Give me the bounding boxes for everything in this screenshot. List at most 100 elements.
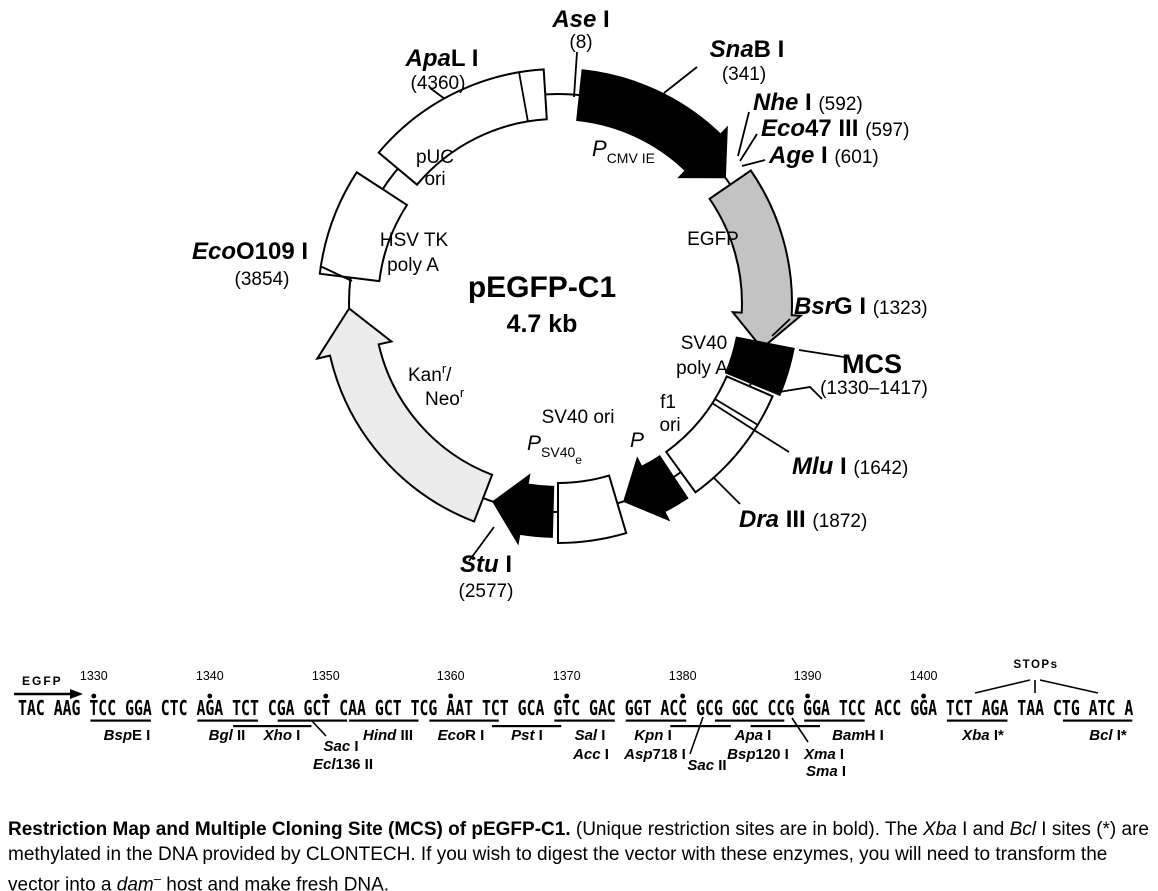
figure-caption: Restriction Map and Multiple Cloning Sit… [8,818,1154,891]
site-label-mlui: Mlu I (1642) [792,453,908,480]
position-dot-1380 [680,693,686,699]
caption-segment: host and make fresh DNA. [160,874,390,891]
enzyme-label-ecor: EcoR I [437,727,485,744]
mlui-pointer [753,429,790,453]
psv40e-promoter-arrow [492,473,555,546]
underline-sal [554,719,615,722]
site-pos-snabi: (341) [722,64,766,85]
site-label-bsrgi: BsrG I (1323) [794,293,928,320]
f1-divider-line-2 [711,402,755,431]
pcmv-promoter-arrow [576,69,728,179]
feature-label-f1-ori: ori [659,415,680,436]
caption-segment: I sites (*) are methylated in the DNA pr… [8,819,1150,891]
caption-segment: Restriction Map and Multiple Cloning Sit… [8,819,571,840]
position-number-1330: 1330 [79,669,108,683]
draiii-pointer [712,476,741,505]
sac2-pointer [689,716,704,755]
position-dot-1400 [921,693,926,699]
site-pos-asei: (8) [569,32,592,53]
underline-xma [750,725,820,728]
site-pos-mcs: (1330–1417) [820,378,928,399]
puc-ori-arc [377,68,548,187]
sac1-pointer [311,720,327,737]
mcs-strip-graphics [14,679,1133,755]
feature-label-sv40pa2: poly A [676,358,728,379]
enzyme-label-kpn: Kpn I [634,727,672,744]
mcs-pointer-lower [778,386,823,400]
feature-label-puc: pUC [416,147,454,168]
feature-label-hsvtk-polya: poly A [387,255,439,276]
feature-label-hsvtk: HSV TK [380,230,449,251]
enzyme-label-sac1: Sac I [323,738,359,755]
caption-segment: (Unique restriction sites are in bold). … [570,819,923,840]
sv40-polya-box [724,336,795,397]
f1-promoter-arrow [623,455,689,522]
caption-segment: I and [956,819,1010,840]
kan-neo-arrow [315,307,494,523]
enzyme-label-sac2: Sac II [687,757,727,774]
underline-bamh [804,719,865,722]
egfp-arrow-head [70,689,83,699]
enzyme-label-asp718: Asp718 I [624,746,686,763]
underline-kpn [625,719,687,722]
caption-segment: Xba [922,819,957,840]
bsrgi-pointer [771,318,791,337]
egfp-gene-arrow [708,169,804,350]
caption-segment: dam [116,874,154,891]
eco47iii-pointer [739,133,758,162]
position-dot-1340 [207,693,213,699]
plasmid-title: pEGFP-C1 [468,271,616,304]
site-label-eco47iii: Eco47 III (597) [761,115,909,142]
site-label-nhei: Nhe I (592) [753,89,863,116]
caption-segment: – [153,871,161,886]
site-label-snabi: SnaB I [710,36,785,63]
feature-label-kan: Kanr/ [408,361,452,386]
position-dot-1350 [323,693,329,699]
hsvtk-polya-box [318,170,409,283]
enzyme-label-xba: Xba I* [962,727,1004,744]
f1-region-arc [664,375,774,494]
feature-label-egfp: EGFP [687,229,739,250]
underline-xba [946,719,1008,722]
position-dot-1330 [91,693,97,699]
snabi-pointer [663,66,698,94]
nhei-pointer [737,111,750,157]
apali-pointer [429,87,446,100]
position-number-1400: 1400 [909,669,938,683]
enzyme-label-sal: Sal I [574,727,606,744]
underline-hind [349,719,419,722]
underline-pst [491,725,562,728]
site-label-agei: Age I (601) [768,142,879,169]
enzyme-label-sma: Sma I [805,763,847,780]
stops-bracket-right [1039,679,1099,694]
underline-apa [714,719,785,722]
position-number-1340: 1340 [195,669,224,683]
underline-xho [233,725,312,728]
enzyme-label-bamh: BamH I [832,727,884,744]
ecoO109i-pointer [319,265,353,282]
enzyme-label-bgl: Bgl II [208,727,246,744]
site-label-ecoO109i: EcoO109 I [192,238,308,265]
site-pos-stui: (2577) [459,581,514,602]
position-number-1370: 1370 [552,669,581,683]
underline-bspe [90,719,151,722]
enzyme-label-xho: Xho I [263,727,301,744]
underline-bcl [1062,719,1133,722]
feature-label-sv40pa1: SV40 [681,333,727,354]
underline-bgl [197,719,258,722]
enzyme-label-bsp120: Bsp120 I [727,746,789,763]
site-label-stui: Stu I [460,551,512,578]
f1-divider-line-1 [714,398,759,426]
enzyme-label-hind: Hind III [363,727,413,744]
position-number-1360: 1360 [436,669,465,683]
position-number-1350: 1350 [311,669,340,683]
site-label-asei: Ase I [551,6,609,33]
feature-label-sv40ori: SV40 ori [542,407,615,428]
position-dot-1370 [564,693,570,699]
puc-end-divider [518,71,529,123]
site-label-mcs: MCS [842,349,902,379]
enzyme-label-apa: Apa I [734,727,772,744]
agei-pointer [741,159,766,167]
position-number-1380: 1380 [668,669,697,683]
